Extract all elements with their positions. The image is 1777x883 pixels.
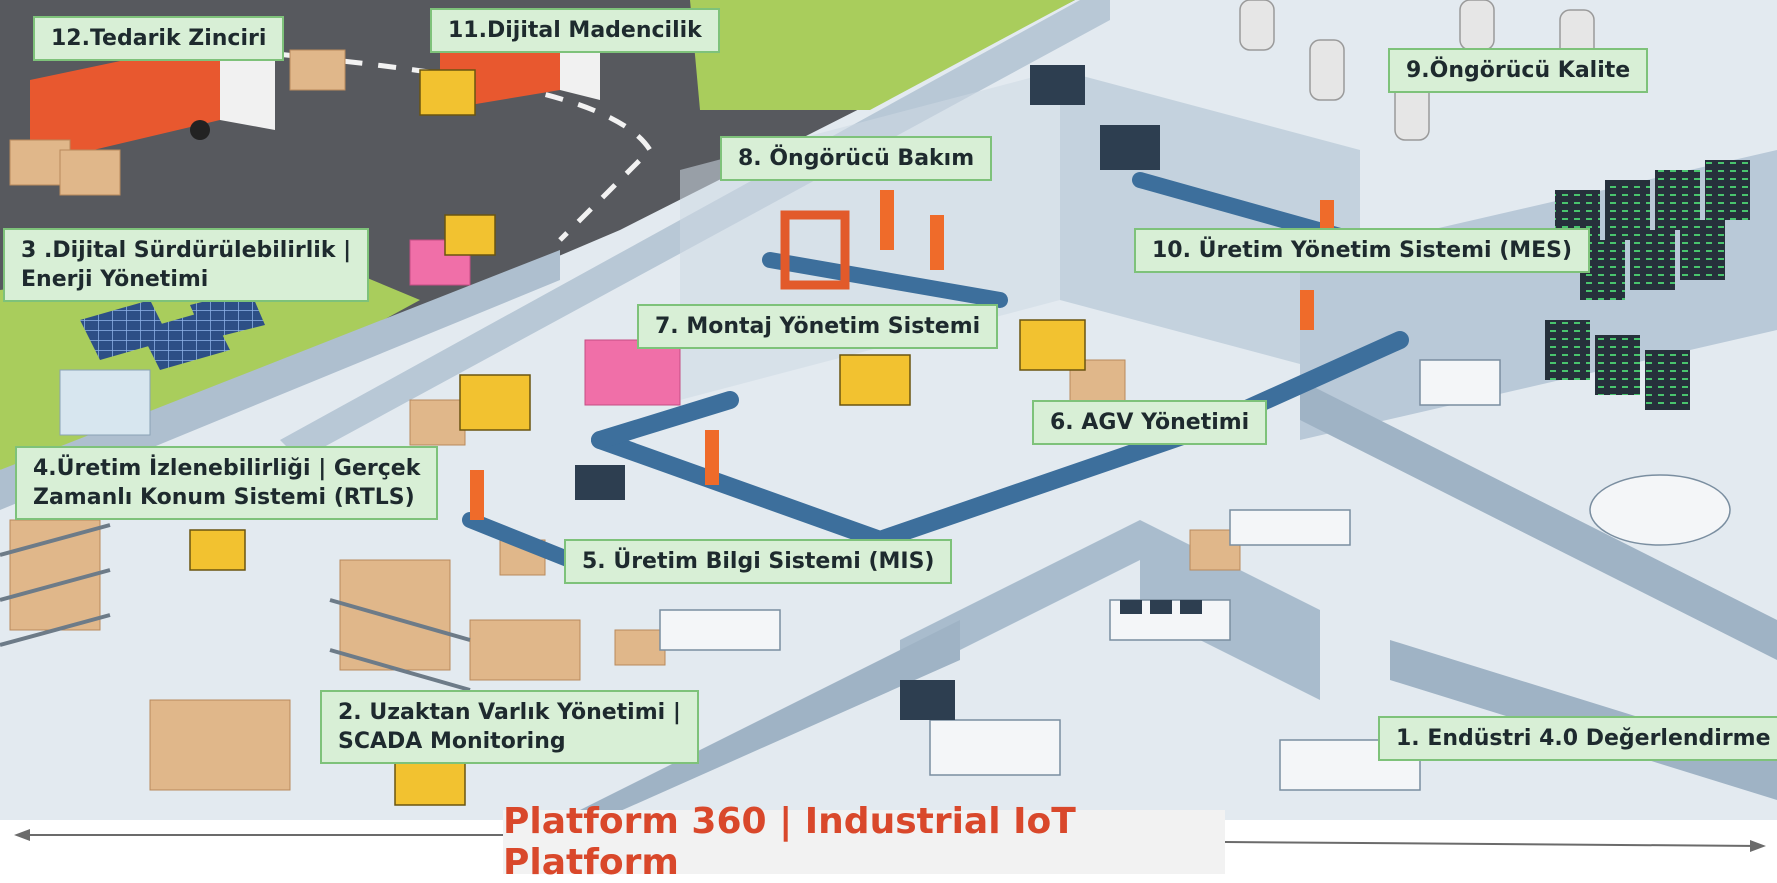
- label-predictive-maintenance[interactable]: 8. Öngörücü Bakım: [720, 136, 993, 181]
- label-digital-mining[interactable]: 11.Dijital Madencilik: [430, 8, 720, 53]
- warehouse-shelves: [0, 523, 471, 692]
- label-text: 9.Öngörücü Kalite: [1406, 58, 1631, 83]
- grass-top: [690, 0, 1075, 110]
- label-text: 1. Endüstri 4.0 Değerlendirme: [1396, 726, 1771, 751]
- label-text: 8. Öngörücü Bakım: [738, 146, 975, 171]
- label-text: 11.Dijital Madencilik: [448, 18, 702, 43]
- cardboard-boxes: [9, 49, 1241, 791]
- platform-span-arrow: [14, 829, 1766, 852]
- label-text: 6. AGV Yönetimi: [1050, 410, 1250, 435]
- label-production-traceability[interactable]: 4.Üretim İzlenebilirliği | Gerçek Zamanl…: [15, 446, 439, 520]
- room-wall-g: [560, 620, 960, 820]
- label-remote-asset-management[interactable]: 2. Uzaktan Varlık Yönetimi | SCADA Monit…: [320, 690, 699, 764]
- label-text-line-2: SCADA Monitoring: [338, 729, 566, 754]
- label-text-line-2: Enerji Yönetimi: [21, 267, 209, 292]
- label-supply-chain[interactable]: 12.Tedarik Zinciri: [33, 16, 285, 61]
- label-digital-sustainability[interactable]: 3 .Dijital Sürdürülebilirlik | Enerji Yö…: [3, 228, 370, 302]
- label-mes[interactable]: 10. Üretim Yönetim Sistemi (MES): [1134, 228, 1591, 273]
- platform-title: Platform 360 | Industrial IoT Platform: [503, 801, 1225, 883]
- label-assembly-management[interactable]: 7. Montaj Yönetim Sistemi: [637, 304, 999, 349]
- label-text: 7. Montaj Yönetim Sistemi: [655, 314, 981, 339]
- energy-building: [59, 369, 151, 436]
- label-predictive-quality[interactable]: 9.Öngörücü Kalite: [1388, 48, 1649, 93]
- label-mis[interactable]: 5. Üretim Bilgi Sistemi (MIS): [564, 539, 953, 584]
- solar-panels: [80, 290, 265, 370]
- platform-title-text: Platform 360 | Industrial IoT Platform: [503, 801, 1076, 883]
- label-text: 12.Tedarik Zinciri: [51, 26, 267, 51]
- outer-wall-left: [0, 250, 560, 510]
- server-racks: [1545, 160, 1750, 410]
- label-text-line-1: 4.Üretim İzlenebilirliği | Gerçek: [33, 456, 421, 481]
- label-text: 10. Üretim Yönetim Sistemi (MES): [1152, 238, 1573, 263]
- label-industry40-assessment[interactable]: 1. Endüstri 4.0 Değerlendirme: [1378, 716, 1777, 761]
- assembly-gate: [780, 210, 850, 290]
- label-text-line-1: 2. Uzaktan Varlık Yönetimi |: [338, 700, 681, 725]
- label-agv-management[interactable]: 6. AGV Yönetimi: [1032, 400, 1268, 445]
- room-wall-d: [1300, 380, 1777, 660]
- factory-scene-illustration: [0, 0, 1777, 820]
- monitors: [575, 65, 1202, 720]
- label-text-line-2: Zamanlı Konum Sistemi (RTLS): [33, 485, 415, 510]
- label-text: 5. Üretim Bilgi Sistemi (MIS): [582, 549, 935, 574]
- label-text-line-1: 3 .Dijital Sürdürülebilirlik |: [21, 238, 352, 263]
